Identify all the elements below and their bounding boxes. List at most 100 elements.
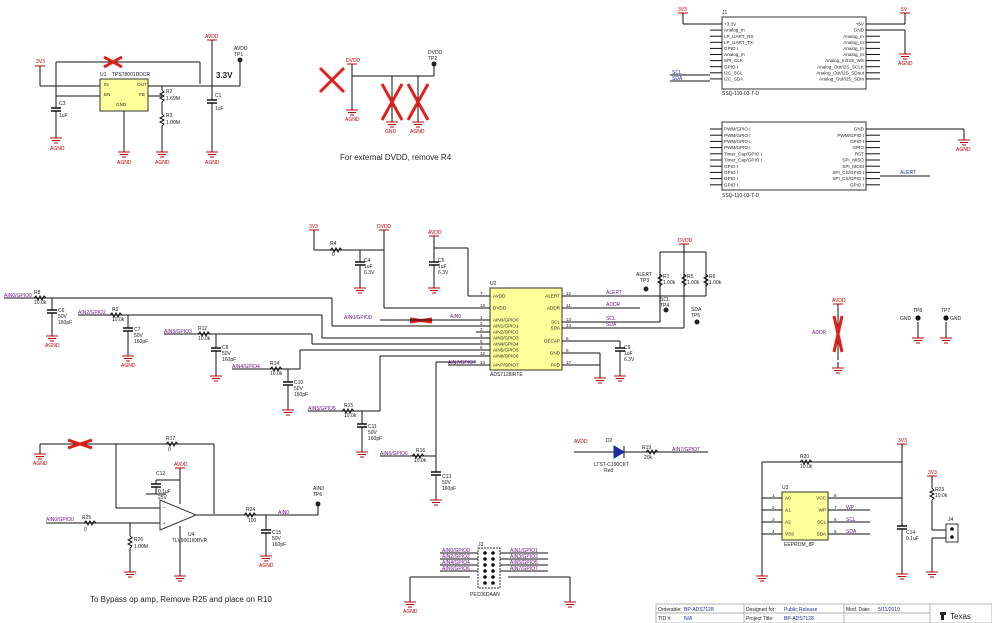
svg-text:3: 3 [480, 327, 483, 332]
svg-text:3V3: 3V3 [309, 224, 318, 230]
svg-text:3V3: 3V3 [928, 470, 937, 476]
svg-text:GND: GND [116, 102, 127, 107]
svg-text:6.3V: 6.3V [364, 270, 375, 276]
svg-text:1.00k: 1.00k [663, 280, 676, 286]
svg-text:U2: U2 [490, 281, 497, 287]
svg-text:TPS78001DDCR: TPS78001DDCR [112, 72, 150, 78]
svg-text:SSQ-110-03-T-D: SSQ-110-03-T-D [722, 193, 760, 199]
j2-left-pin: GPIO I [724, 170, 738, 175]
j2-left-pin: PWM/GPIO I [724, 127, 751, 132]
svg-text:6.3V: 6.3V [438, 270, 449, 276]
svg-text:10.0k: 10.0k [935, 493, 948, 499]
svg-text:160pF: 160pF [134, 339, 148, 345]
j2-right-pin: SPI_MISO [842, 158, 864, 163]
svg-text:R8: R8 [34, 290, 41, 296]
j1-right-pin: Analog_Out/I2S_SCLK [817, 64, 865, 69]
svg-text:10.0k: 10.0k [344, 413, 357, 419]
svg-text:R14: R14 [270, 361, 279, 367]
svg-text:6: 6 [834, 517, 837, 522]
j2-right-pin: PWM/GPIO I [837, 133, 864, 138]
svg-text:C7: C7 [134, 327, 141, 333]
eeprom-pin: A1 [785, 508, 791, 513]
svg-text:IN: IN [104, 82, 109, 87]
adc-u2 [489, 287, 563, 371]
svg-text:R3: R3 [166, 113, 173, 119]
output-voltage-label: 3.3V [216, 71, 233, 80]
j2-right-pin: SPI_CS/GPIO I [832, 176, 864, 181]
svg-text:GND: GND [900, 316, 912, 322]
svg-text:AIN0/GPIO0: AIN0/GPIO0 [4, 293, 32, 299]
j3-right-net: AIN7/GPIO7 [510, 566, 538, 572]
eeprom-pin: VSS [785, 532, 794, 537]
j1-right-pin: Analog_In [843, 52, 864, 57]
svg-text:1.00k: 1.00k [687, 280, 700, 286]
svg-text:0.1µF: 0.1µF [158, 489, 171, 495]
svg-text:AGND: AGND [45, 343, 60, 349]
svg-text:5/11/2019: 5/11/2019 [878, 607, 900, 613]
svg-text:1uF: 1uF [364, 264, 373, 270]
svg-text:R2: R2 [166, 89, 173, 95]
j1-left-pin: +3.3V [724, 22, 737, 27]
testpoint-tp2 [431, 61, 437, 67]
svg-text:AGND: AGND [403, 609, 418, 615]
eeprom-pin: WP [819, 508, 826, 513]
svg-text:BP-ADS7128: BP-ADS7128 [684, 607, 714, 613]
j1-right-pin: Analog_In [843, 46, 864, 51]
j3-right-net: AIN5/GPIO5 [510, 560, 538, 566]
svg-text:R16: R16 [416, 448, 425, 454]
led-section: AVDD D2 LTST-C190CKT Red R19 20k AIN7/GP… [574, 438, 708, 474]
svg-text:AGND: AGND [33, 461, 48, 467]
svg-text:AVDD: AVDD [574, 439, 588, 445]
svg-text:5: 5 [834, 529, 837, 534]
svg-text:AGND: AGND [956, 147, 971, 153]
svg-text:SDA: SDA [691, 307, 702, 313]
svg-text:Designed for:: Designed for: [746, 607, 776, 613]
svg-text:Project Title:: Project Title: [746, 616, 774, 622]
svg-text:R25: R25 [82, 515, 91, 521]
svg-text:DVDD: DVDD [428, 50, 443, 56]
svg-text:DVDD: DVDD [346, 58, 361, 64]
svg-text:C8: C8 [222, 345, 229, 351]
svg-text:TP2: TP2 [428, 56, 437, 62]
svg-text:100: 100 [248, 518, 257, 524]
svg-text:AIN6/GPIO6: AIN6/GPIO6 [380, 451, 408, 457]
j1-left-pin: Analog_In [724, 28, 745, 33]
svg-text:AGND: AGND [121, 363, 136, 369]
svg-text:160pF: 160pF [294, 392, 308, 398]
j2-left-pin: PWM/GPIO I [724, 133, 751, 138]
svg-text:8: 8 [566, 336, 569, 341]
svg-text:AIN0/GPIO0: AIN0/GPIO0 [344, 315, 372, 321]
svg-text:8: 8 [834, 493, 837, 498]
led-d2 [613, 445, 625, 459]
svg-text:3: 3 [772, 517, 775, 522]
j1-right-pin: Analog_Out/I2S_SDin [819, 77, 864, 82]
j1-left-pin: LP_UART_TX [724, 40, 753, 45]
svg-text:1.00k: 1.00k [709, 280, 722, 286]
svg-text:AVDD: AVDD [174, 462, 188, 468]
j3-left-net: AIN2/GPIO2 [442, 554, 470, 560]
adc-pin: AIN5/GPIO5 [493, 348, 519, 353]
svg-text:R24: R24 [246, 507, 255, 513]
svg-text:10.0k: 10.0k [34, 300, 47, 306]
svg-text:AIN4/GPIO4: AIN4/GPIO4 [232, 364, 260, 370]
svg-text:7: 7 [480, 291, 483, 296]
svg-text:12: 12 [566, 291, 572, 296]
svg-text:C5: C5 [438, 258, 445, 264]
adc-pin: SCL [551, 320, 560, 325]
svg-text:160pF: 160pF [442, 486, 456, 492]
j2-right-pin: GPIO [853, 145, 865, 150]
j1-left-pin: LP_UART_RX [724, 34, 754, 39]
j2-left-pin: Timer_Cap/GPIO I [724, 151, 762, 156]
svg-text:R15: R15 [344, 403, 353, 409]
svg-text:C6: C6 [58, 308, 65, 314]
adc-pin: AVDD [493, 294, 506, 299]
svg-text:AIN5/GPIO5: AIN5/GPIO5 [308, 406, 336, 412]
svg-text:160pF: 160pF [368, 436, 382, 442]
svg-text:ADS7128IRTE: ADS7128IRTE [490, 372, 523, 378]
svg-text:C1: C1 [215, 93, 222, 99]
svg-text:7: 7 [834, 505, 837, 510]
rail-3v3: 3V3 [36, 59, 45, 65]
j1-right-pin: +5V [856, 22, 865, 27]
